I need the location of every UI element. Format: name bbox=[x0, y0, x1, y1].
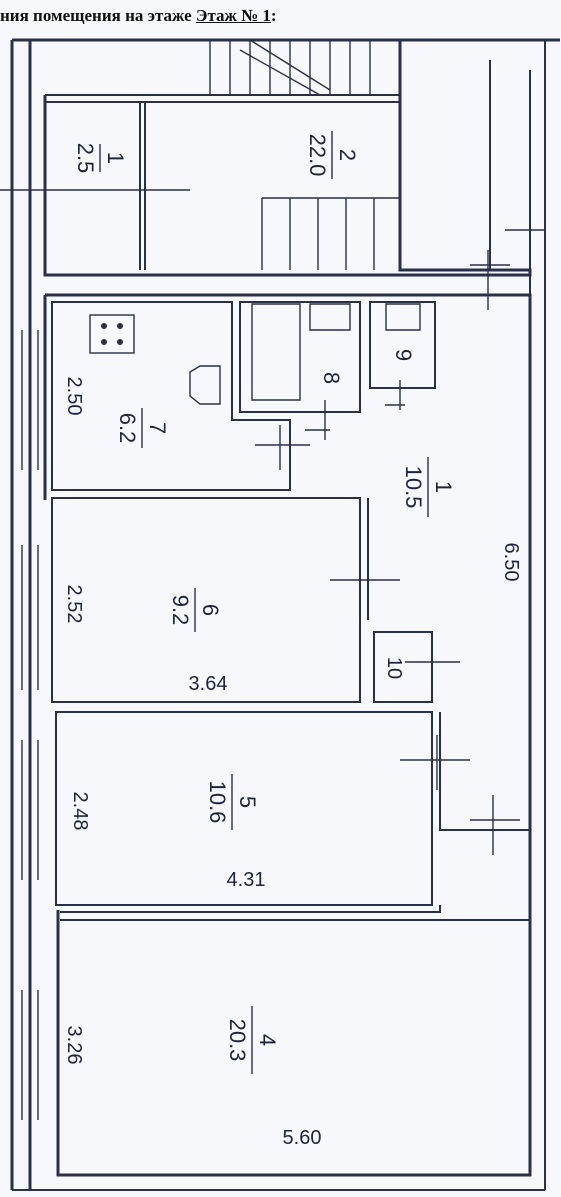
dimension-5-60: 5.60 bbox=[283, 1127, 322, 1149]
dimension-2-52: 2.52 bbox=[63, 585, 85, 624]
room-4-label: 4 20.3 bbox=[225, 1006, 280, 1074]
floor-link[interactable]: Этаж № 1 bbox=[195, 6, 271, 25]
stairs-upper bbox=[209, 39, 371, 96]
dimension-3-64: 3.64 bbox=[189, 673, 228, 695]
room-1-hall-label: 1 10.5 bbox=[401, 457, 456, 517]
door-marks bbox=[255, 229, 545, 855]
room-9-label: 9 bbox=[391, 349, 416, 361]
apartment-walls bbox=[43, 293, 532, 1177]
header-prefix: ния помещения на этаже bbox=[0, 6, 192, 25]
dimension-6-50: 6.50 bbox=[500, 543, 522, 582]
room-10-label: 10 bbox=[383, 657, 405, 679]
room-1-top-area: 2.5 bbox=[73, 143, 98, 174]
room-1-top-number: 1 bbox=[103, 152, 128, 164]
room-9-number: 9 bbox=[391, 349, 416, 361]
dimension-2-50: 2.50 bbox=[63, 377, 85, 416]
room-5-number: 5 bbox=[235, 796, 260, 808]
dimension-2-48: 2.48 bbox=[69, 792, 91, 831]
room-6-label: 6 9.2 bbox=[168, 588, 223, 632]
stairs-lower bbox=[261, 197, 400, 270]
window-marks bbox=[21, 330, 39, 1120]
dimension-4-31: 4.31 bbox=[227, 869, 266, 891]
room-4-area: 20.3 bbox=[225, 1019, 250, 1062]
room-6-number: 6 bbox=[198, 604, 223, 616]
top-section bbox=[0, 40, 532, 277]
room-2-area: 22.0 bbox=[305, 134, 330, 177]
room-6-area: 9.2 bbox=[168, 595, 193, 626]
room-1-hall-number: 1 bbox=[431, 481, 456, 493]
room-1-hall-area: 10.5 bbox=[401, 466, 426, 509]
room-2-number: 2 bbox=[335, 149, 360, 161]
room-1-top-label: 1 2.5 bbox=[73, 143, 128, 174]
dimension-3-26: 3.26 bbox=[63, 1026, 85, 1065]
room-5-area: 10.6 bbox=[205, 781, 230, 824]
room-7-label: 7 6.2 bbox=[115, 408, 170, 448]
room-7-area: 6.2 bbox=[115, 413, 140, 444]
bathroom-block bbox=[189, 301, 436, 413]
page-header: ния помещения на этаже Этаж № 1: bbox=[0, 0, 561, 34]
room-5-label: 5 10.6 bbox=[205, 774, 260, 830]
outer-walls bbox=[10, 38, 560, 1191]
room-8-label: 8 bbox=[319, 372, 344, 384]
room-4-number: 4 bbox=[255, 1034, 280, 1046]
room-8-number: 8 bbox=[319, 372, 344, 384]
stove-icon bbox=[89, 314, 135, 354]
room-10-number: 10 bbox=[383, 657, 405, 679]
room-2-label: 2 22.0 bbox=[305, 131, 360, 179]
header-suffix: : bbox=[270, 6, 277, 25]
room-7-number: 7 bbox=[145, 422, 170, 434]
